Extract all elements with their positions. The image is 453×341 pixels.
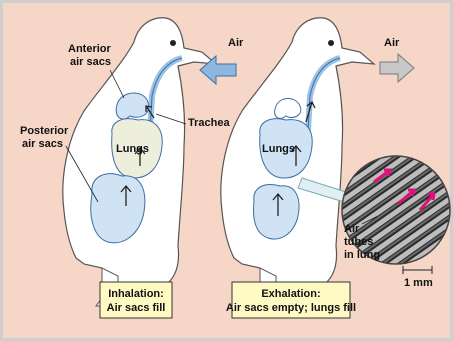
- posterior-air-sacs-label: Posterior: [20, 125, 69, 137]
- air-in-label: Air: [228, 37, 244, 49]
- lungs-label-left: Lungs: [116, 143, 149, 155]
- exhalation-text: Air sacs empty; lungs fill: [226, 302, 356, 314]
- lungs-label-right: Lungs: [262, 143, 295, 155]
- anterior-air-sac-right: [275, 99, 301, 119]
- bird-eye-left: [170, 40, 176, 46]
- anterior-air-sacs-label: Anterior: [68, 43, 112, 55]
- air-out-label: Air: [384, 37, 400, 49]
- air-tubes-label-2: tubes: [344, 236, 373, 248]
- air-tubes-label-1: Air: [344, 223, 360, 235]
- trachea-label: Trachea: [188, 117, 230, 129]
- posterior-air-sacs-label-2: air sacs: [22, 138, 63, 150]
- inhalation-text: Air sacs fill: [107, 302, 166, 314]
- scale-label: 1 mm: [404, 277, 433, 289]
- bird-respiration-diagram: Anterior air sacs Posterior air sacs Tra…: [6, 6, 453, 341]
- scale-bar: [403, 266, 432, 274]
- bird-eye-right: [328, 40, 334, 46]
- anterior-air-sacs-label-2: air sacs: [70, 56, 111, 68]
- air-out-arrow: [380, 54, 414, 82]
- air-tubes-label-3: in lung: [344, 249, 380, 261]
- exhalation-title: Exhalation:: [261, 288, 320, 300]
- bird-exhalation: [221, 18, 374, 306]
- inhalation-title: Inhalation:: [108, 288, 164, 300]
